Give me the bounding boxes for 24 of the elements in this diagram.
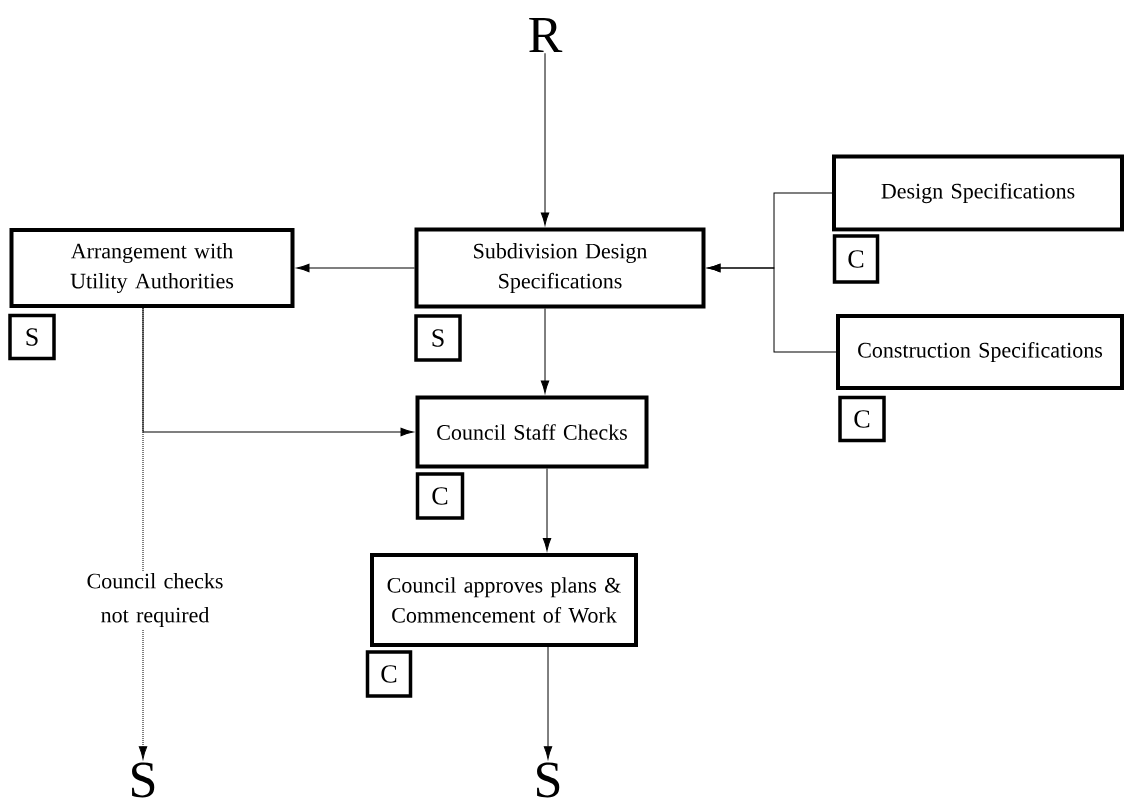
process-box: Arrangement with Utility Authorities bbox=[9, 228, 295, 308]
arrow bbox=[540, 308, 550, 394]
process-box: Council approves plans & Commencement of Work bbox=[370, 553, 638, 647]
tag-box: S bbox=[8, 313, 56, 361]
letter-label: S bbox=[132, 762, 155, 798]
tag-box: C bbox=[415, 472, 465, 520]
letter-label: S bbox=[537, 762, 560, 798]
arrow bbox=[707, 263, 837, 353]
arrow bbox=[543, 646, 553, 760]
process-box: Design Specifications bbox=[832, 154, 1124, 232]
tag-box: C bbox=[832, 234, 880, 284]
tag-box: S bbox=[414, 314, 462, 362]
process-box: Subdivision Design Specifications bbox=[414, 227, 706, 309]
tag-box: C bbox=[838, 395, 886, 443]
arrow bbox=[296, 263, 415, 273]
arrow bbox=[142, 307, 414, 437]
process-box: Council Staff Checks bbox=[415, 395, 649, 469]
process-box: Construction Specifications bbox=[836, 314, 1124, 390]
letter-label: R bbox=[529, 18, 563, 53]
arrow bbox=[540, 52, 550, 226]
arrow bbox=[138, 307, 148, 760]
arrow bbox=[542, 468, 552, 551]
edge-label: Council checks not required bbox=[78, 571, 232, 629]
tag-box: C bbox=[365, 650, 413, 698]
